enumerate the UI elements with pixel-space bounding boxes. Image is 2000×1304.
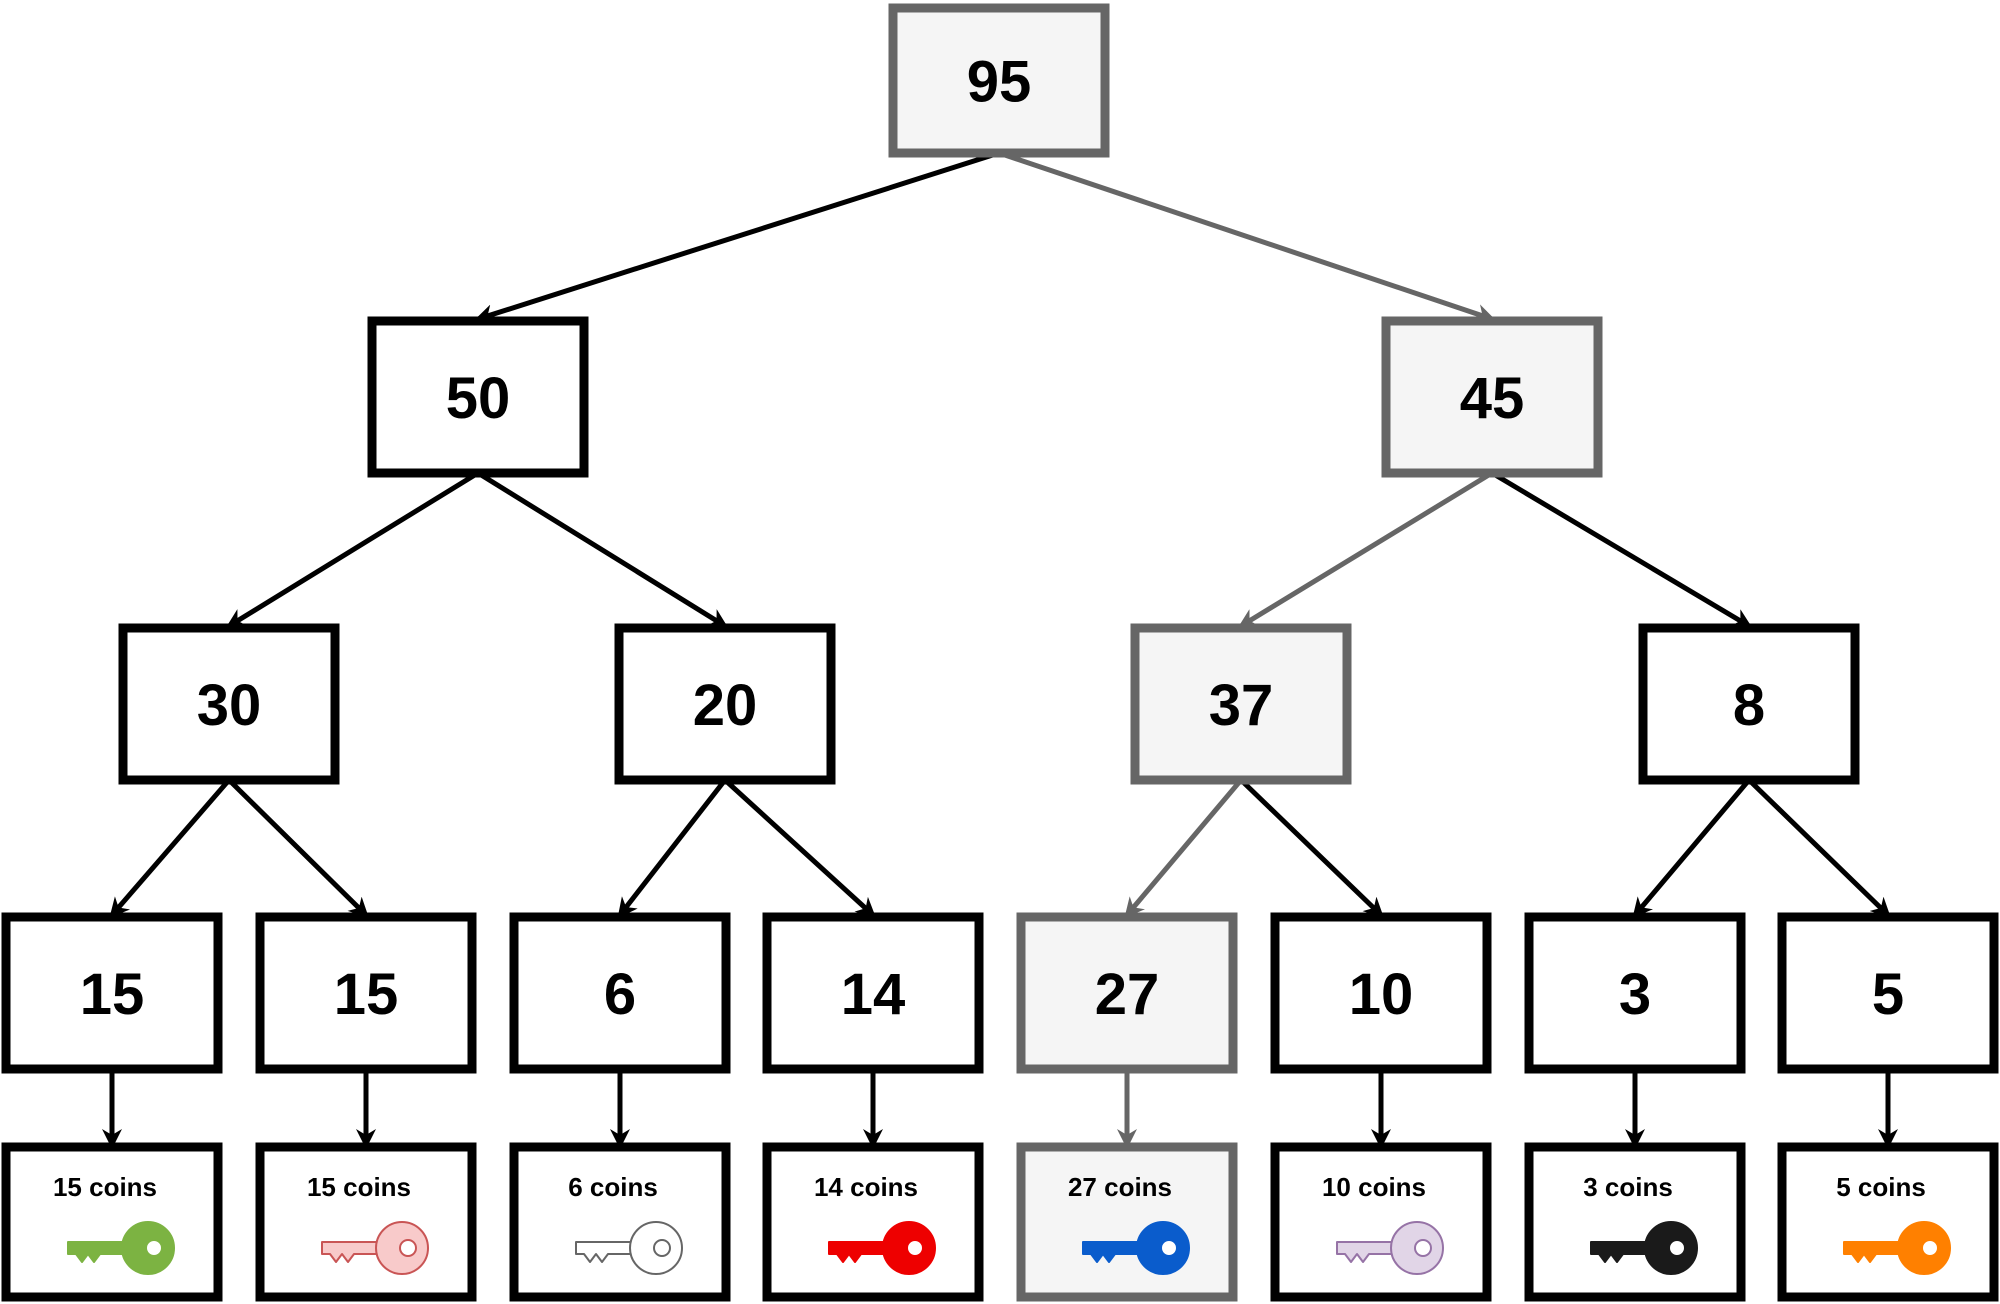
edge-l2-2-0 xyxy=(1124,778,1243,919)
node-level3-1: 15 xyxy=(1,912,223,1074)
node-level2-2: 20 xyxy=(614,623,836,785)
node-value: 15 xyxy=(334,962,399,1027)
edge-l2-1-0 xyxy=(617,778,727,919)
node-root: 95 xyxy=(888,3,1110,158)
node-level1-2: 45 xyxy=(1381,316,1603,478)
tree-nodes: 95 50 45 30 20 37 8 15 15 6 14 27 10 3 5 xyxy=(1,3,1999,1074)
node-level1-1: 50 xyxy=(367,316,589,478)
coin-label: 15 coins xyxy=(307,1172,411,1202)
node-value: 95 xyxy=(967,49,1032,114)
edge-l2-0-0 xyxy=(109,778,231,919)
node-box xyxy=(614,623,836,785)
edge-root-right xyxy=(998,150,1496,324)
coin-label: 6 coins xyxy=(568,1172,658,1202)
edge-l2-3-0 xyxy=(1632,778,1751,919)
edge-l2-0-1 xyxy=(227,778,369,918)
leaf-box xyxy=(509,1142,731,1302)
node-level2-3: 37 xyxy=(1130,623,1352,785)
node-value: 15 xyxy=(80,962,145,1027)
node-level3-5: 27 xyxy=(1016,912,1238,1074)
key-icon xyxy=(1843,1221,1951,1275)
key-icon xyxy=(1590,1221,1698,1275)
node-value: 8 xyxy=(1733,673,1765,738)
coin-label: 3 coins xyxy=(1583,1172,1673,1202)
node-box xyxy=(1,912,223,1074)
edge-l2-1-1 xyxy=(723,778,876,918)
node-level3-6: 10 xyxy=(1270,912,1492,1074)
coin-label: 5 coins xyxy=(1836,1172,1926,1202)
node-box xyxy=(367,316,589,478)
node-box xyxy=(509,912,731,1074)
leaf-box xyxy=(1016,1142,1238,1302)
node-box xyxy=(255,912,477,1074)
node-level3-3: 6 xyxy=(509,912,731,1074)
node-value: 37 xyxy=(1209,673,1274,738)
node-value: 10 xyxy=(1349,962,1414,1027)
node-level3-2: 15 xyxy=(255,912,477,1074)
leaf-box xyxy=(1777,1142,1999,1302)
node-box xyxy=(118,623,340,785)
leaf-box xyxy=(1524,1142,1746,1302)
coin-leaf-8: 5 coins xyxy=(1777,1142,1999,1302)
leaf-box xyxy=(255,1142,477,1302)
leaf-box xyxy=(762,1142,984,1302)
node-box xyxy=(1777,912,1999,1074)
key-icon xyxy=(575,1221,683,1275)
key-icon xyxy=(67,1221,175,1275)
tree-edges xyxy=(102,150,1898,1149)
node-box xyxy=(1381,316,1603,478)
node-box xyxy=(1270,912,1492,1074)
node-value: 30 xyxy=(197,673,262,738)
edge-l2-2-1 xyxy=(1239,778,1384,918)
coin-leaf-4: 14 coins xyxy=(762,1142,984,1302)
node-value: 5 xyxy=(1872,962,1904,1027)
node-level2-1: 30 xyxy=(118,623,340,785)
coin-label: 14 coins xyxy=(814,1172,918,1202)
node-value: 6 xyxy=(604,962,636,1027)
edge-l1-1-1 xyxy=(1490,470,1753,629)
edge-l1-1-0 xyxy=(1237,470,1494,629)
leaf-box xyxy=(1270,1142,1492,1302)
key-icon xyxy=(321,1221,429,1275)
key-icon xyxy=(828,1221,936,1275)
node-box xyxy=(1638,623,1860,785)
node-box xyxy=(1016,912,1238,1074)
node-box xyxy=(762,912,984,1074)
edge-l2-3-1 xyxy=(1747,778,1891,918)
coin-leaf-7: 3 coins xyxy=(1524,1142,1746,1302)
node-box xyxy=(1130,623,1352,785)
coin-leaf-5: 27 coins xyxy=(1016,1142,1238,1302)
coin-label: 27 coins xyxy=(1068,1172,1172,1202)
edge-l1-0-1 xyxy=(476,470,729,629)
key-icon xyxy=(1336,1221,1444,1275)
coin-label: 10 coins xyxy=(1322,1172,1426,1202)
edge-root-left xyxy=(474,150,1000,324)
key-icon xyxy=(1082,1221,1190,1275)
node-value: 14 xyxy=(841,962,906,1027)
leaf-box xyxy=(1,1142,223,1302)
node-level3-7: 3 xyxy=(1524,912,1746,1074)
node-level2-4: 8 xyxy=(1638,623,1860,785)
coin-label: 15 coins xyxy=(53,1172,157,1202)
node-box xyxy=(888,3,1110,158)
coin-leaf-3: 6 coins xyxy=(509,1142,731,1302)
node-value: 45 xyxy=(1460,366,1525,431)
coin-leaf-2: 15 coins xyxy=(255,1142,477,1302)
node-level3-8: 5 xyxy=(1777,912,1999,1074)
node-value: 50 xyxy=(446,366,511,431)
edge-l1-0-0 xyxy=(225,470,480,629)
node-value: 27 xyxy=(1095,962,1160,1027)
coin-leaf-6: 10 coins xyxy=(1270,1142,1492,1302)
node-box xyxy=(1524,912,1746,1074)
node-value: 3 xyxy=(1619,962,1651,1027)
coin-leaves: 15 coins 15 coins 6 coins 14 coins 27 coins 1… xyxy=(1,1142,1999,1302)
coin-leaf-1: 15 coins xyxy=(1,1142,223,1302)
node-level3-4: 14 xyxy=(762,912,984,1074)
node-value: 20 xyxy=(693,673,758,738)
